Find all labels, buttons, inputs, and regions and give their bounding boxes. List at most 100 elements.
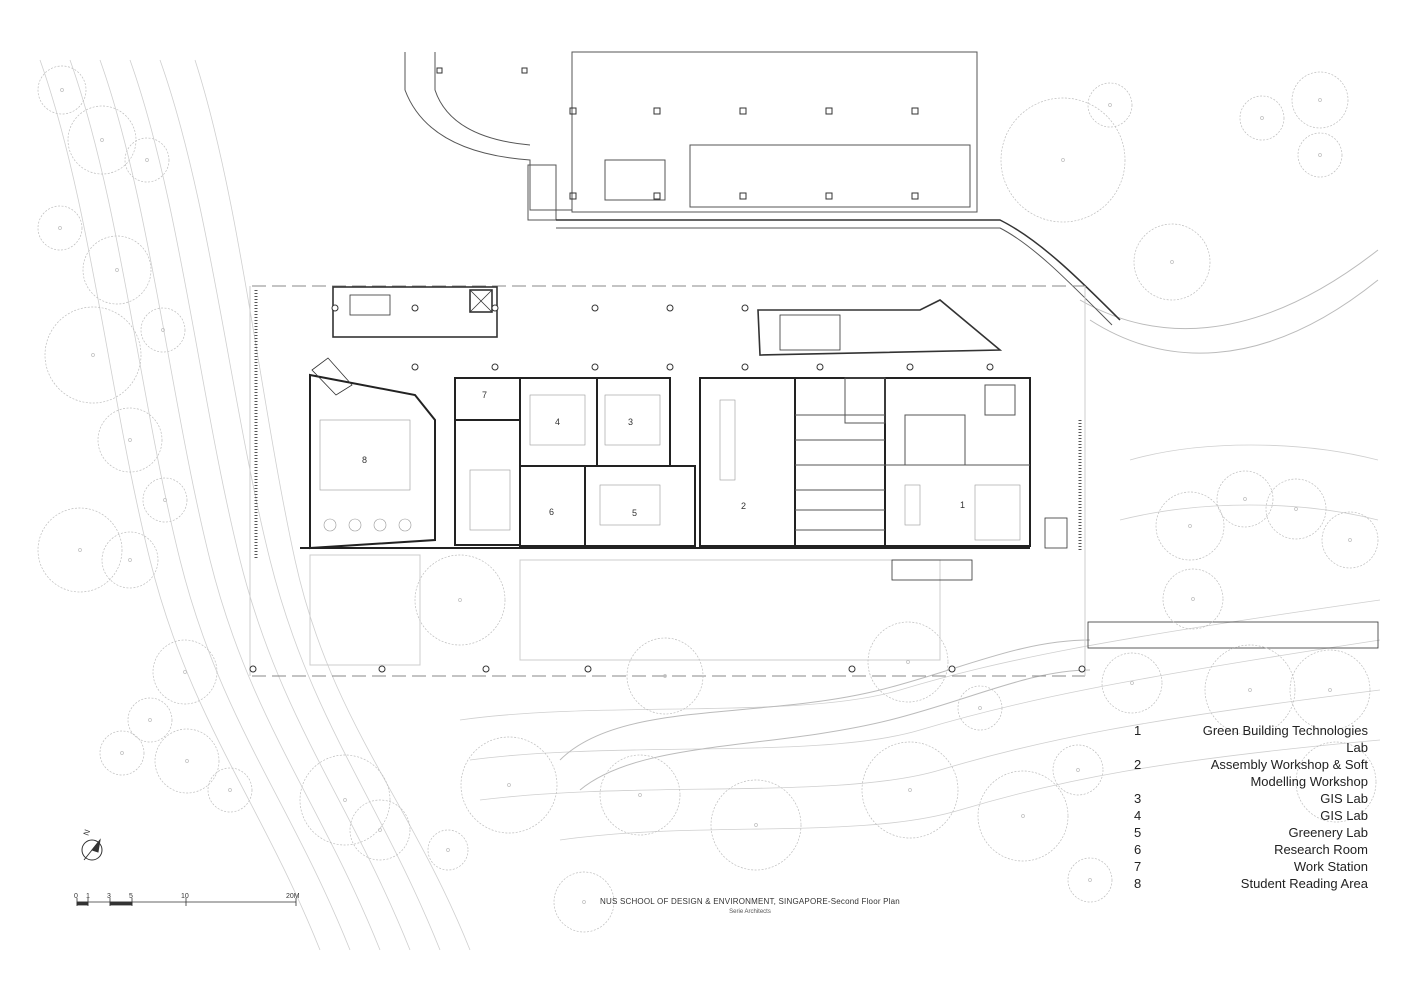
room-number-2: 2 xyxy=(741,501,747,511)
scale-label: 3 xyxy=(107,893,111,900)
tree-canopy xyxy=(1000,97,1126,223)
tree-canopy xyxy=(977,770,1069,862)
legend-item: 3 GIS Lab xyxy=(1128,790,1368,807)
existing-building-north xyxy=(404,51,1121,326)
legend-label: Student Reading Area xyxy=(1240,876,1368,891)
furniture xyxy=(319,394,1021,541)
drawing-title: NUS SCHOOL OF DESIGN & ENVIRONMENT, SING… xyxy=(600,897,900,906)
trees xyxy=(37,65,1379,933)
legend-item-continuation: Lab xyxy=(1128,739,1368,756)
tree-canopy xyxy=(1204,644,1296,736)
tree-trunk xyxy=(228,788,232,792)
tree-canopy xyxy=(140,307,186,353)
core-east xyxy=(757,299,1003,356)
tree-trunk xyxy=(1318,153,1322,157)
tree-trunk xyxy=(1318,98,1322,102)
tree-canopy xyxy=(1291,71,1349,129)
legend-label: Research Room xyxy=(1274,842,1368,857)
tree-trunk xyxy=(754,823,758,827)
tree-canopy xyxy=(1239,95,1285,141)
architect-credit: Serie Architects xyxy=(729,909,771,915)
scale-bar xyxy=(76,898,297,906)
scale-label: 20M xyxy=(286,893,300,900)
tree-trunk xyxy=(906,660,910,664)
main-floor-plate xyxy=(300,373,1031,550)
tree-trunk xyxy=(458,598,462,602)
legend-item: 2 Assembly Workshop & Soft xyxy=(1128,756,1368,773)
north-arrow xyxy=(81,838,103,861)
tree-canopy xyxy=(124,137,170,183)
legend-number: 3 xyxy=(1134,791,1142,806)
tree-trunk xyxy=(58,226,62,230)
legend-number: 4 xyxy=(1134,808,1142,823)
columns xyxy=(249,304,1086,673)
tree-canopy xyxy=(1265,478,1327,540)
tree-canopy xyxy=(1321,511,1379,569)
legend-label: Assembly Workshop & Soft xyxy=(1210,757,1368,772)
tree-trunk xyxy=(908,788,912,792)
tree-canopy xyxy=(1295,741,1377,823)
room-number-1: 1 xyxy=(960,500,966,510)
legend-label: GIS Lab xyxy=(1320,791,1368,806)
legend-number: 2 xyxy=(1134,757,1142,772)
legend-label: Greenery Lab xyxy=(1288,825,1369,840)
legend-label: Lab xyxy=(1346,740,1368,755)
room-number-4: 4 xyxy=(555,417,561,427)
tree-trunk xyxy=(1088,878,1092,882)
tree-trunk xyxy=(148,718,152,722)
tree-trunk xyxy=(145,158,149,162)
room-number-5: 5 xyxy=(632,508,638,518)
tree-canopy xyxy=(1052,744,1104,796)
tree-trunk xyxy=(115,268,119,272)
tree-canopy xyxy=(1133,223,1211,301)
tree-trunk xyxy=(638,793,642,797)
tree-trunk xyxy=(183,670,187,674)
tree-trunk xyxy=(446,848,450,852)
legend-number: 6 xyxy=(1134,842,1142,857)
tree-canopy xyxy=(1162,568,1224,630)
tree-canopy xyxy=(99,730,145,776)
tree-canopy xyxy=(37,205,83,251)
legend-item: 6 Research Room xyxy=(1128,841,1368,858)
tree-trunk xyxy=(185,759,189,763)
tree-trunk xyxy=(1294,507,1298,511)
room-number-6: 6 xyxy=(549,507,555,517)
tree-trunk xyxy=(1191,597,1195,601)
tree-canopy xyxy=(37,507,123,593)
tree-canopy xyxy=(1101,652,1163,714)
legend-item-continuation: Modelling Workshop xyxy=(1128,773,1368,790)
tree-trunk xyxy=(663,674,667,678)
room-number-8: 8 xyxy=(362,455,368,465)
tree-canopy xyxy=(37,65,87,115)
tree-trunk xyxy=(1334,780,1338,784)
room-legend: 1 Green Building Technologies Lab 2 Asse… xyxy=(1128,722,1368,892)
tree-trunk xyxy=(1061,158,1065,162)
legend-number: 8 xyxy=(1134,876,1142,891)
legend-item: 7 Work Station xyxy=(1128,858,1368,875)
tree-trunk xyxy=(163,498,167,502)
tree-trunk xyxy=(507,783,511,787)
room-number-7: 7 xyxy=(482,390,488,400)
roof-outline xyxy=(252,285,1085,677)
tree-trunk xyxy=(1021,814,1025,818)
legend-item: 5 Greenery Lab xyxy=(1128,824,1368,841)
room-number-3: 3 xyxy=(628,417,634,427)
tree-trunk xyxy=(1243,497,1247,501)
facade-fins xyxy=(254,290,1082,560)
tree-canopy xyxy=(460,736,558,834)
tree-canopy xyxy=(599,754,681,836)
legend-number: 5 xyxy=(1134,825,1142,840)
tree-canopy xyxy=(427,829,469,871)
tree-trunk xyxy=(582,900,586,904)
tree-trunk xyxy=(60,88,64,92)
tree-trunk xyxy=(378,828,382,832)
core-west xyxy=(332,286,498,338)
tree-canopy xyxy=(957,685,1003,731)
tree-canopy xyxy=(1067,857,1113,903)
tree-canopy xyxy=(207,767,253,813)
tree-canopy xyxy=(1155,491,1225,561)
tree-canopy xyxy=(127,697,173,743)
tree-canopy xyxy=(1087,82,1133,128)
tree-canopy xyxy=(414,554,506,646)
